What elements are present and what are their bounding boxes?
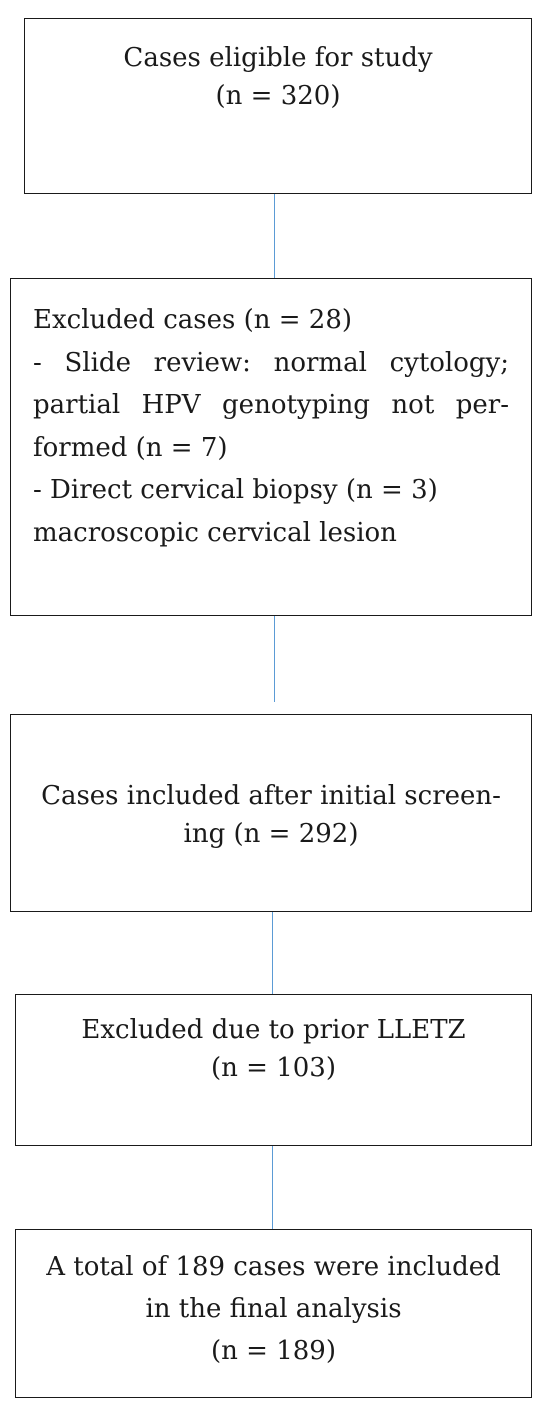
excluded-lletz-count: (n = 103) [211, 1053, 336, 1083]
connector-line-4 [272, 1146, 273, 1229]
cases-included-screening-label: Cases included after initial screen-ing … [41, 781, 501, 849]
connector-line-2 [274, 616, 275, 702]
box-cases-eligible: Cases eligible for study (n = 320) [24, 18, 532, 194]
box-excluded-lletz: Excluded due to prior LLETZ (n = 103) [15, 994, 532, 1146]
cases-eligible-count: (n = 320) [215, 81, 341, 111]
excluded-reason-direct-biopsy: - Direct cervical biopsy (n = 3) macrosc… [33, 475, 438, 548]
excluded-reason-slide-review: - Slide review: normal cytology; partial… [33, 347, 509, 463]
cases-eligible-label: Cases eligible for study [123, 43, 433, 73]
final-analysis-label: A total of 189 cases were included in th… [46, 1252, 501, 1324]
excluded-cases-header: Excluded cases (n = 28) [33, 305, 353, 335]
box-excluded-cases: Excluded cases (n = 28) - Slide review: … [10, 278, 532, 616]
connector-line-1 [274, 194, 275, 278]
final-analysis-count: (n = 189) [211, 1336, 336, 1366]
box-cases-included-screening: Cases included after initial screen-ing … [10, 714, 532, 912]
box-final-analysis: A total of 189 cases were included in th… [15, 1229, 532, 1398]
connector-line-3 [272, 912, 273, 994]
excluded-lletz-label: Excluded due to prior LLETZ [81, 1015, 466, 1045]
